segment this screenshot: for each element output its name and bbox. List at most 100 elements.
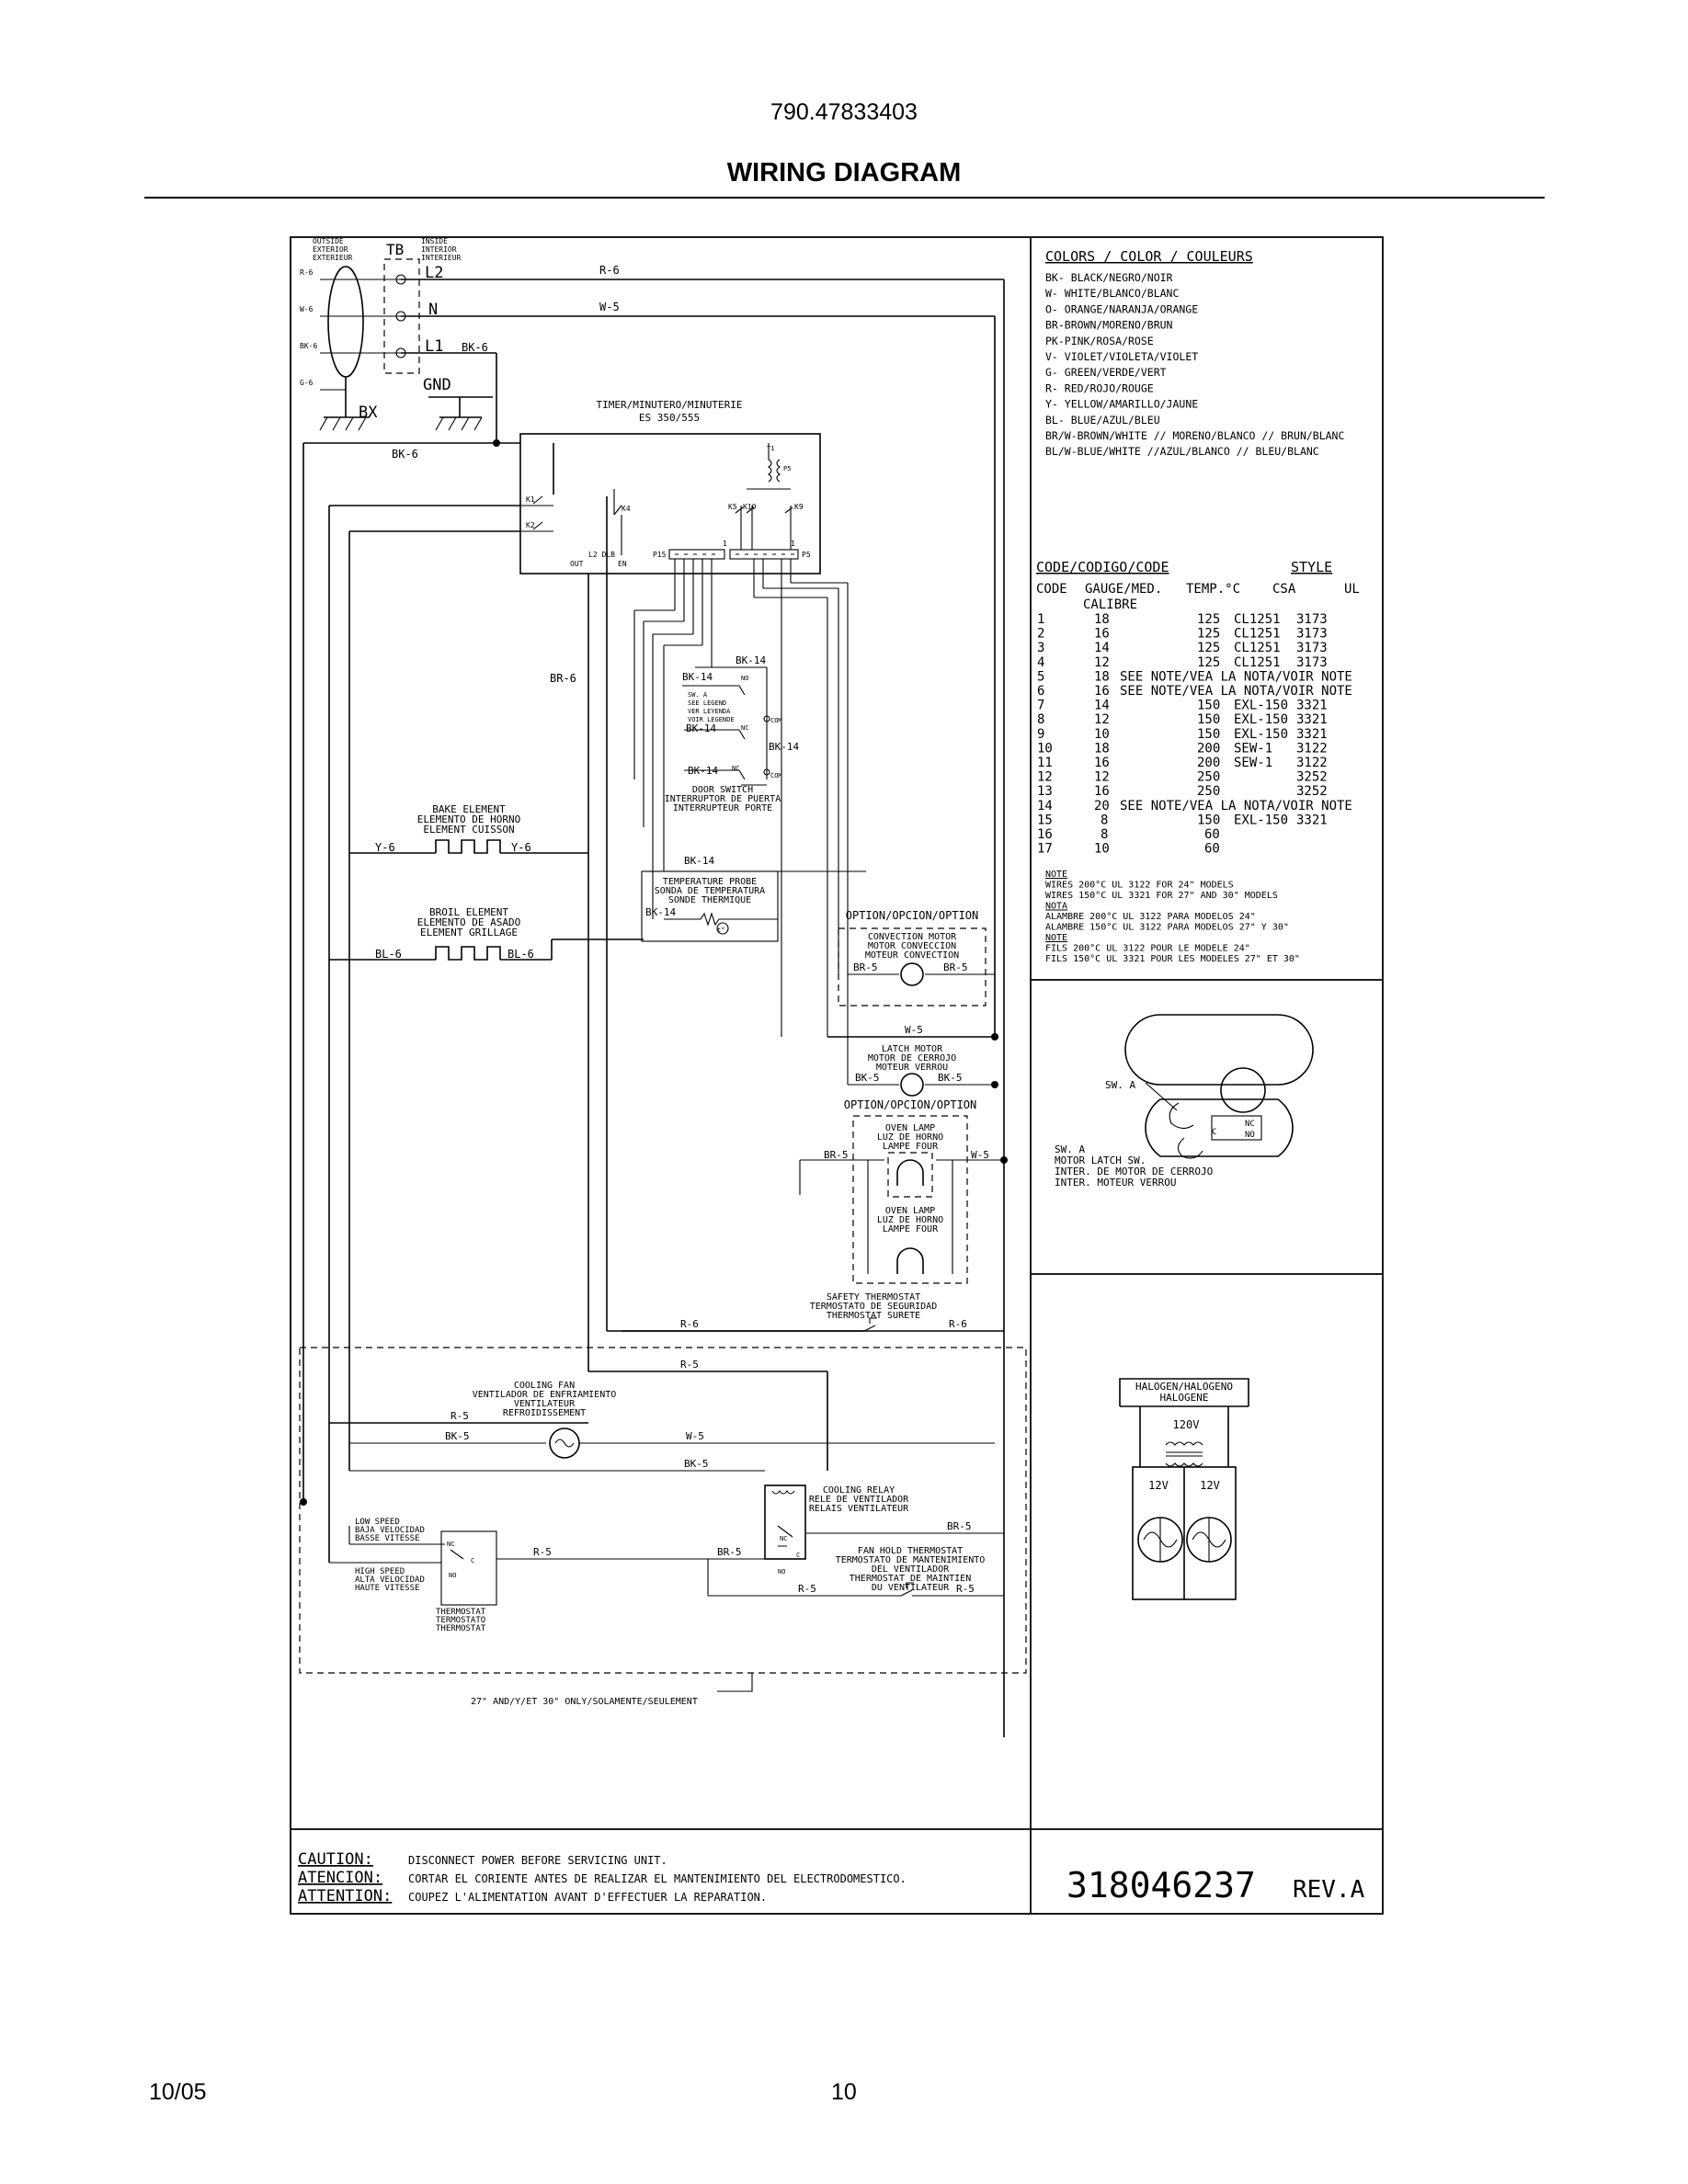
code-table-cell: 16	[1094, 756, 1110, 770]
code-table-cell: 13	[1037, 784, 1053, 799]
wire-br5-relay-right: BR-5	[947, 1520, 972, 1532]
tb-bx: BX	[359, 404, 378, 422]
broil-element-label-3: ELEMENT GRILLAGE	[420, 927, 518, 938]
timer-k10: K10	[743, 503, 757, 511]
timer-pin-one-b: 1	[791, 540, 795, 548]
cooling-relay-box	[764, 1484, 806, 1560]
cord-label-r6: R-6	[300, 268, 314, 277]
color-legend-item: BL/W-BLUE/WHITE //AZUL/BLANCO // BLEU/BL…	[1045, 445, 1319, 458]
code-table-cell: 10	[1037, 741, 1053, 756]
code-table-header: CSA	[1272, 582, 1296, 597]
code-table-cell: SEW-1	[1234, 741, 1272, 756]
wire-bk6-left: BK-6	[392, 448, 418, 461]
cooling-relay-label-1: COOLING RELAY	[823, 1485, 895, 1496]
wire-bl6-right: BL-6	[508, 948, 534, 961]
code-table-cell: 150	[1197, 813, 1220, 827]
code-table-cell: EXL-150	[1234, 712, 1288, 727]
code-table-cell: 3173	[1296, 612, 1328, 627]
code-table-cell: 14	[1094, 699, 1110, 713]
code-table-cell: 3321	[1296, 699, 1328, 713]
code-table-cell: 14	[1094, 641, 1110, 655]
header-rule	[144, 197, 1545, 199]
wire-w5-top: W-5	[599, 301, 620, 313]
halogen-secondary-right: 12V	[1200, 1479, 1220, 1492]
probe-t-label: t°	[717, 927, 724, 934]
code-table-note-line: WIRES 200°C UL 3122 FOR 24" MODELS	[1045, 881, 1234, 891]
part-number: 318046237	[1066, 1865, 1256, 1905]
fan-thermostat-label-3: THERMOSTAT	[436, 1624, 486, 1633]
code-table-header: TEMP.°C	[1186, 582, 1240, 597]
option-lamp-label: OPTION/OPCION/OPTION	[844, 1098, 977, 1111]
code-table-note-line: WIRES 150°C UL 3321 FOR 27" AND 30" MODE…	[1045, 891, 1278, 901]
colors-legend-title: COLORS / COLOR / COULEURS	[1045, 248, 1253, 265]
wire-bk5-relay: BK-5	[684, 1458, 709, 1470]
tb-outside-label-1: OUTSIDE	[313, 237, 344, 245]
timer-en: EN	[618, 560, 627, 568]
code-table-cell: SEE NOTE/VEA LA NOTA/VOIR NOTE	[1120, 684, 1352, 699]
door-switch-label-3: INTERRUPTEUR PORTE	[673, 803, 772, 813]
code-table-cell: 8	[1101, 827, 1108, 842]
timer-k5: K5	[728, 503, 737, 511]
code-table-cell: 3252	[1296, 784, 1328, 799]
safety-thermostat-label-1: SAFETY THERMOSTAT	[827, 1292, 920, 1302]
relay-c: C	[796, 1552, 800, 1559]
wire-r6-safety-right: R-6	[949, 1318, 967, 1330]
code-table-cell: 3173	[1296, 655, 1328, 670]
timer-out: OUT	[570, 560, 584, 568]
code-table-cell: 250	[1197, 770, 1220, 785]
fan-hold-label-2: TERMOSTATO DE MANTENIMIENTO	[836, 1555, 986, 1565]
latch-motor-label-1: LATCH MOTOR	[882, 1044, 943, 1054]
latch-caption-line: INTER. DE MOTOR DE CERROJO	[1055, 1166, 1213, 1177]
cooling-fan-label-3: VENTILATEUR	[514, 1399, 576, 1409]
high-speed-label-2: ALTA VELOCIDAD	[355, 1575, 425, 1585]
color-legend-item: BK- BLACK/NEGRO/NOIR	[1045, 271, 1173, 284]
wire-r5-hold-left: R-5	[798, 1583, 816, 1595]
code-table-cell: EXL-150	[1234, 727, 1288, 742]
tb-gnd: GND	[423, 376, 451, 394]
code-table-cell: 125	[1197, 641, 1220, 655]
tb-outside-label-2: EXTERIOR	[313, 245, 348, 254]
code-table-cell: 125	[1197, 627, 1220, 642]
code-table-cell: 3173	[1296, 627, 1328, 642]
code-table-cell: 15	[1037, 813, 1053, 827]
caution-label-en: CAUTION:	[298, 1850, 373, 1869]
wire-bk14-a: BK-14	[682, 671, 713, 683]
low-speed-label-1: LOW SPEED	[355, 1518, 400, 1527]
oven-lamp-1-label-3: LAMPE FOUR	[883, 1142, 939, 1152]
halogen-title-2: HALOGENE	[1160, 1392, 1209, 1404]
low-speed-label-2: BAJA VELOCIDAD	[355, 1526, 425, 1535]
revision: REV.A	[1293, 1876, 1365, 1904]
wire-bk6-l1: BK-6	[462, 341, 488, 354]
code-table-cell: 16	[1094, 784, 1110, 799]
wire-r5-speed: R-5	[533, 1546, 552, 1558]
wire-bl6-left: BL-6	[375, 948, 402, 961]
color-legend-item: PK-PINK/ROSA/ROSE	[1045, 335, 1154, 347]
code-table-cell: 1	[1037, 612, 1044, 627]
code-table-header: CODE	[1036, 582, 1067, 597]
door-sw-label-1: SW. A	[688, 691, 708, 699]
fan-hold-label-1: FAN HOLD THERMOSTAT	[858, 1546, 963, 1556]
code-table-cell: 18	[1094, 741, 1110, 756]
convection-motor-label-3: MOTEUR CONVECTION	[865, 950, 959, 961]
diagram-frame	[290, 236, 1384, 1915]
cooling-relay-label-3: RELAIS VENTILATEUR	[809, 1504, 909, 1514]
code-table-cell: 4	[1037, 655, 1044, 670]
halogen-secondary-left: 12V	[1148, 1479, 1169, 1492]
wire-r6-safety-left: R-6	[680, 1318, 699, 1330]
code-table-cell: CL1251	[1234, 655, 1281, 670]
color-legend-item: BR/W-BROWN/WHITE // MORENO/BLANCO // BRU…	[1045, 429, 1344, 442]
caution-text-es: CORTAR EL CORIENTE ANTES DE REALIZAR EL …	[408, 1872, 907, 1885]
code-table-note-label: NOTA	[1045, 902, 1067, 912]
wire-br5-conv-right: BR-5	[943, 961, 968, 973]
fan-thermostat-c: C	[471, 1557, 474, 1564]
code-table-cell: EXL-150	[1234, 813, 1288, 827]
code-table-cell: SEW-1	[1234, 756, 1272, 770]
footer-date: 10/05	[149, 2079, 207, 2105]
high-speed-label-3: HAUTE VITESSE	[355, 1584, 419, 1593]
cooling-fan-label-2: VENTILADOR DE ENFRIAMIENTO	[473, 1390, 617, 1400]
fan-hold-label-3: DEL VENTILADOR	[872, 1564, 950, 1575]
bake-element-label-3: ELEMENT CUISSON	[423, 824, 514, 836]
